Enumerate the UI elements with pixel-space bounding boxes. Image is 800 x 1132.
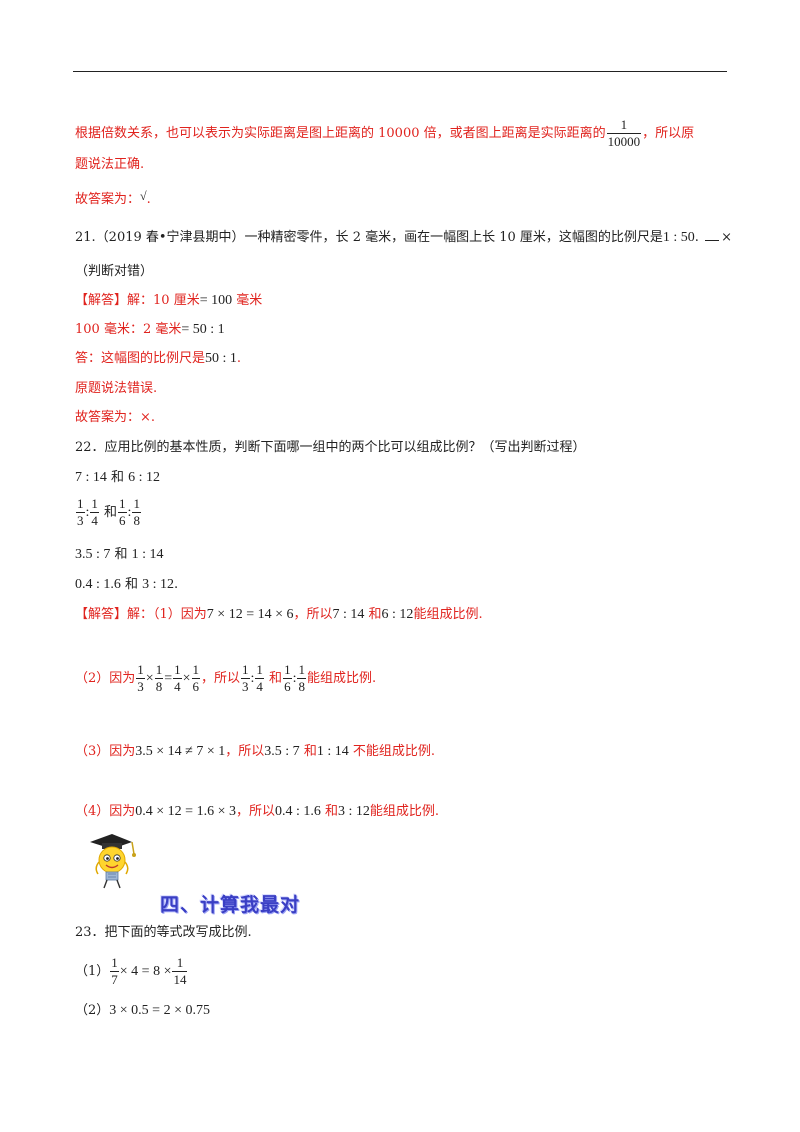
q21-answer-line1: 【解答】解：10 厘米= 100 毫米 — [75, 293, 263, 308]
q22-stem: 22．应用比例的基本性质，判断下面哪一组中的两个比可以组成比例？（写出判断过程） — [75, 440, 586, 455]
q22-solution-3: （3）因为3.5 × 14 ≠ 7 × 1，所以3.5 : 7 和1 : 14 … — [75, 744, 435, 759]
q20-answer-line1: 根据倍数关系，也可以表示为实际距离是图上距离的 10000 倍，或者图上距离是实… — [75, 118, 694, 149]
q21-answer-line5: 故答案为：×. — [75, 410, 156, 425]
q23-part2: （2）3 × 0.5 = 2 × 0.75 — [75, 1003, 210, 1018]
lightbulb-graduate-mascot-icon — [90, 834, 136, 889]
q20-answer-line2: 题说法正确. — [75, 157, 145, 172]
q21-answer-line2: 100 毫米：2 毫米= 50 : 1 — [75, 322, 225, 337]
cross-mark: × — [721, 230, 732, 245]
q21-answer-line3: 答：这幅图的比例尺是50 : 1. — [75, 351, 242, 366]
header-rule — [73, 71, 727, 72]
q21-stem-line2: （判断对错） — [75, 264, 154, 279]
answer-label: 【解答】 — [75, 293, 128, 308]
q21-stem: 21.（2019 春•宁津县期中）一种精密零件，长 2 毫米，画在一幅图上长 1… — [75, 228, 732, 245]
q20-text: 根据倍数关系，也可以表示为实际距离是图上距离的 10000 倍，或者图上距离是实… — [75, 126, 606, 141]
q22-group4: 0.4 : 1.6 和 3 : 12. — [75, 577, 179, 592]
q20-answer-final: 故答案为：√. — [75, 189, 151, 207]
q22-group1: 7 : 14 和 6 : 12 — [75, 470, 161, 485]
q20-text-tail: ，所以原 — [642, 126, 695, 141]
section-title: 四、计算我最对 — [160, 894, 301, 916]
check-mark: √ — [140, 189, 147, 203]
q22-solution-4: （4）因为0.4 × 12 = 1.6 × 3，所以0.4 : 1.6 和3 :… — [75, 804, 440, 819]
q22-solution-1: 【解答】解：（1）因为7 × 12 = 14 × 6，所以7 : 14 和6 :… — [75, 607, 483, 622]
answer-blank — [705, 228, 720, 241]
ratio-1-50: 1 : 50 — [662, 230, 695, 245]
q22-group3: 3.5 : 7 和 1 : 14 — [75, 547, 164, 562]
q23-stem: 23．把下面的等式改写成比例. — [75, 925, 252, 940]
q21-answer-line4: 原题说法错误. — [75, 381, 158, 396]
